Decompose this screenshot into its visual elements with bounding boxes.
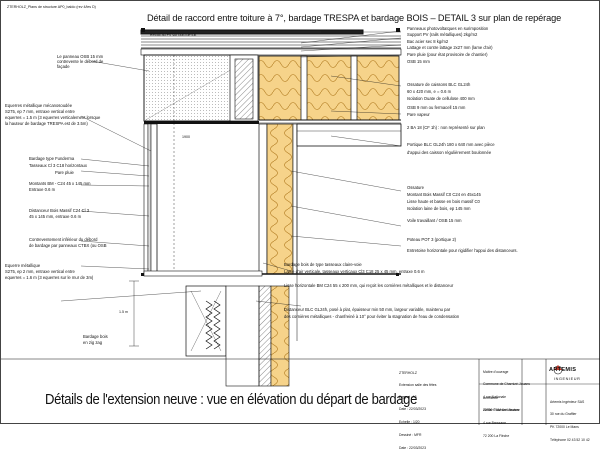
dimension-left: [129, 55, 175, 347]
leaders-left: [60, 60, 202, 302]
label-line: d'appui des caisson régulièrement boulon…: [407, 150, 492, 155]
label-line: OSB 9 mm ou fermacell 15 mm: [407, 105, 466, 110]
label-line: S275, ep 2 mm, entraxe vertical entre: [5, 269, 75, 274]
cart-line: Format : A3: [399, 394, 417, 399]
label-line: Isolation laine de bois, ep 145 mm: [407, 206, 471, 211]
detail-title: Détail de raccord entre toiture à 7°, ba…: [147, 13, 562, 23]
label-line: Entretoise horizontale pour rigidifier l…: [407, 248, 518, 253]
label-line: Equerres métallique mécanosoudée: [5, 103, 73, 108]
cartouche-architect: Architecte Atelier PUM Architecture 4 ru…: [483, 387, 520, 447]
cartouche-fields: Format : A3 Date : 22/03/2023 Echelle : …: [399, 386, 426, 458]
cartouche-project: ZTERHOLZ Extension salle des fêtes DCE: [399, 362, 437, 409]
label-line: Lame d'air verticale, tasseaux verticaux…: [284, 269, 425, 274]
cart-line: Commune de Charnizé-Jouans: [483, 382, 530, 387]
cart-line: 72390 Charnizé-Jouans: [483, 407, 520, 412]
wall-frame: [258, 123, 402, 341]
label-line: Pare pluie (pour état provisoire de chan…: [407, 52, 488, 57]
cart-line: Echelle : 1/20: [399, 420, 420, 424]
label-line: equerres = 1.6 m (3 equerres sur le mur …: [5, 275, 94, 280]
label-line: Distanceur BLC GL24h, posé à plat, épais…: [284, 307, 451, 312]
overhang-structure: [143, 54, 259, 124]
label-line: Contreventement inférieur du débord: [29, 237, 98, 242]
label-line: Bardage bois: [83, 334, 108, 339]
section-drawing: [1, 28, 600, 425]
cart-line: DCE: [399, 396, 407, 400]
label-line: 45 x 145 mm, entraxe 0.6 m: [29, 214, 82, 219]
label-line: Support PV (rails métalliques) 2kg/m2: [407, 32, 478, 37]
label-line: Tasseaux Cl 3 C18 horizontaux: [29, 163, 87, 168]
label-line: Ossature de caissons BLC GL24h: [407, 82, 471, 87]
label-rim: Retrait au PV sur bord de toit: [150, 33, 197, 37]
dim-label: 1900: [182, 135, 190, 139]
leaders-right: [255, 30, 402, 307]
cart-line: Date : 22/03/2023: [399, 445, 426, 450]
label-line: Le panneau OSB 15 mm: [57, 54, 104, 59]
cart-line: 4 rue Nationale: [483, 395, 506, 399]
company-name: ARTEMIS: [549, 367, 577, 373]
label-line: Equerre métallique: [5, 263, 41, 268]
cart-line: Architecte: [483, 395, 499, 400]
sheet-reference: ZTERHOLZ_Plans de structure AP0_baldo (r…: [7, 5, 96, 9]
label-line: Portique BLC GL24h 180 x 640 mm avec piè…: [407, 142, 495, 147]
label-line: Pare vapeur: [407, 112, 430, 117]
label-line: Panneaux photovoltaïques en surimpositio…: [407, 26, 489, 31]
label-line: Pare pluie: [55, 170, 74, 175]
label-line: Distanceur Bois Massif C24 Cl 3: [29, 208, 90, 213]
label-line: Bardage type Funderma: [29, 156, 75, 161]
lisse-block: [143, 270, 263, 277]
label-line: 60 x 420 mm, e = 0.6 m: [407, 89, 452, 94]
cart-line: Téléphone 02 43 52 10 42: [550, 437, 590, 442]
cart-line: Extension salle des fêtes: [399, 383, 437, 388]
cart-line: Date : 22/03/2023: [399, 407, 426, 412]
dim-label: 1.5 m: [119, 310, 128, 314]
label-line: equerres = 1.5 m (3 equerres verticaleme…: [5, 115, 101, 120]
company-sub: INGENIEUR: [554, 377, 581, 381]
label-line: Ossature: [407, 185, 424, 190]
cart-line: Dessiné : MFR: [399, 432, 422, 437]
label-line: Bardage bois de type tasseaux claire-voi…: [284, 262, 362, 267]
label-lisse-h: Lisse horizontale BM C24 55 x 200 mm, qu…: [284, 283, 454, 288]
cart-line: ZTERHOLZ: [399, 370, 417, 375]
label-line: Isolation Ouate de cellulose 400 mm: [407, 96, 475, 101]
section-markers: [141, 28, 400, 276]
label-line: Lattage et contre lattage 2x27 mm (lame …: [407, 45, 493, 50]
label-line: en zig zag: [83, 340, 103, 345]
cart-line: Maître d'ouvrage: [483, 369, 509, 374]
label-line: de bardage par panneaux CTBX (ou OSB: [29, 243, 107, 248]
label-line: contrevente le débord de: [57, 59, 104, 64]
page-title: Détails de l'extension neuve : vue en él…: [45, 392, 417, 408]
company-address: Artemis Ingénieur SAS 30 rue du Graffier…: [550, 391, 590, 451]
label-line: Montants BM - C24 45 x 145 mm: [29, 181, 91, 186]
label-line: Montant Bois Massif C0 C24 en 45x145: [407, 192, 481, 197]
label-line: Entraxe 0.6 m: [29, 187, 56, 192]
label-line: façade: [57, 64, 70, 69]
trespa-cladding: [143, 123, 158, 275]
label-line: S275, ep 7 mm, entraxe vertical entre: [5, 109, 75, 114]
label-line: Lisse haute et basse en bois massif C0: [407, 199, 480, 204]
cartouche-moa: Maître d'ouvrage Commune de Charnizé-Jou…: [483, 361, 530, 421]
cart-line: 30 rue du Graffier: [550, 412, 577, 417]
label-line: OSB 15 mm: [407, 59, 430, 64]
label-wall-ref: 2 BA 18 (CF 1h) : non représenté sur pla…: [407, 125, 485, 130]
label-line: Voile travaillant / OSB 15 mm: [407, 218, 462, 223]
label-line: Bac acier sec 8 kg/m2: [407, 39, 449, 44]
label-line: Poteau POT 3 (portique 2): [407, 237, 457, 242]
label-line: la hauteur de bardage TRESPA est de 3.5m…: [5, 121, 88, 126]
label-line: des cornières métalliques - chanfreiné à…: [284, 314, 460, 319]
lower-cladding: [185, 285, 290, 387]
artemis-logo-icon: [553, 365, 563, 375]
cart-line: Atelier PUM Architecture: [483, 408, 520, 413]
cart-line: 4 rue Bressane: [483, 421, 506, 425]
cart-line: 72 200 La Flèche: [483, 433, 510, 438]
cart-line: PK 72000 Le Mans: [550, 425, 579, 429]
cart-line: Artemis Ingénieur SAS: [550, 399, 585, 404]
